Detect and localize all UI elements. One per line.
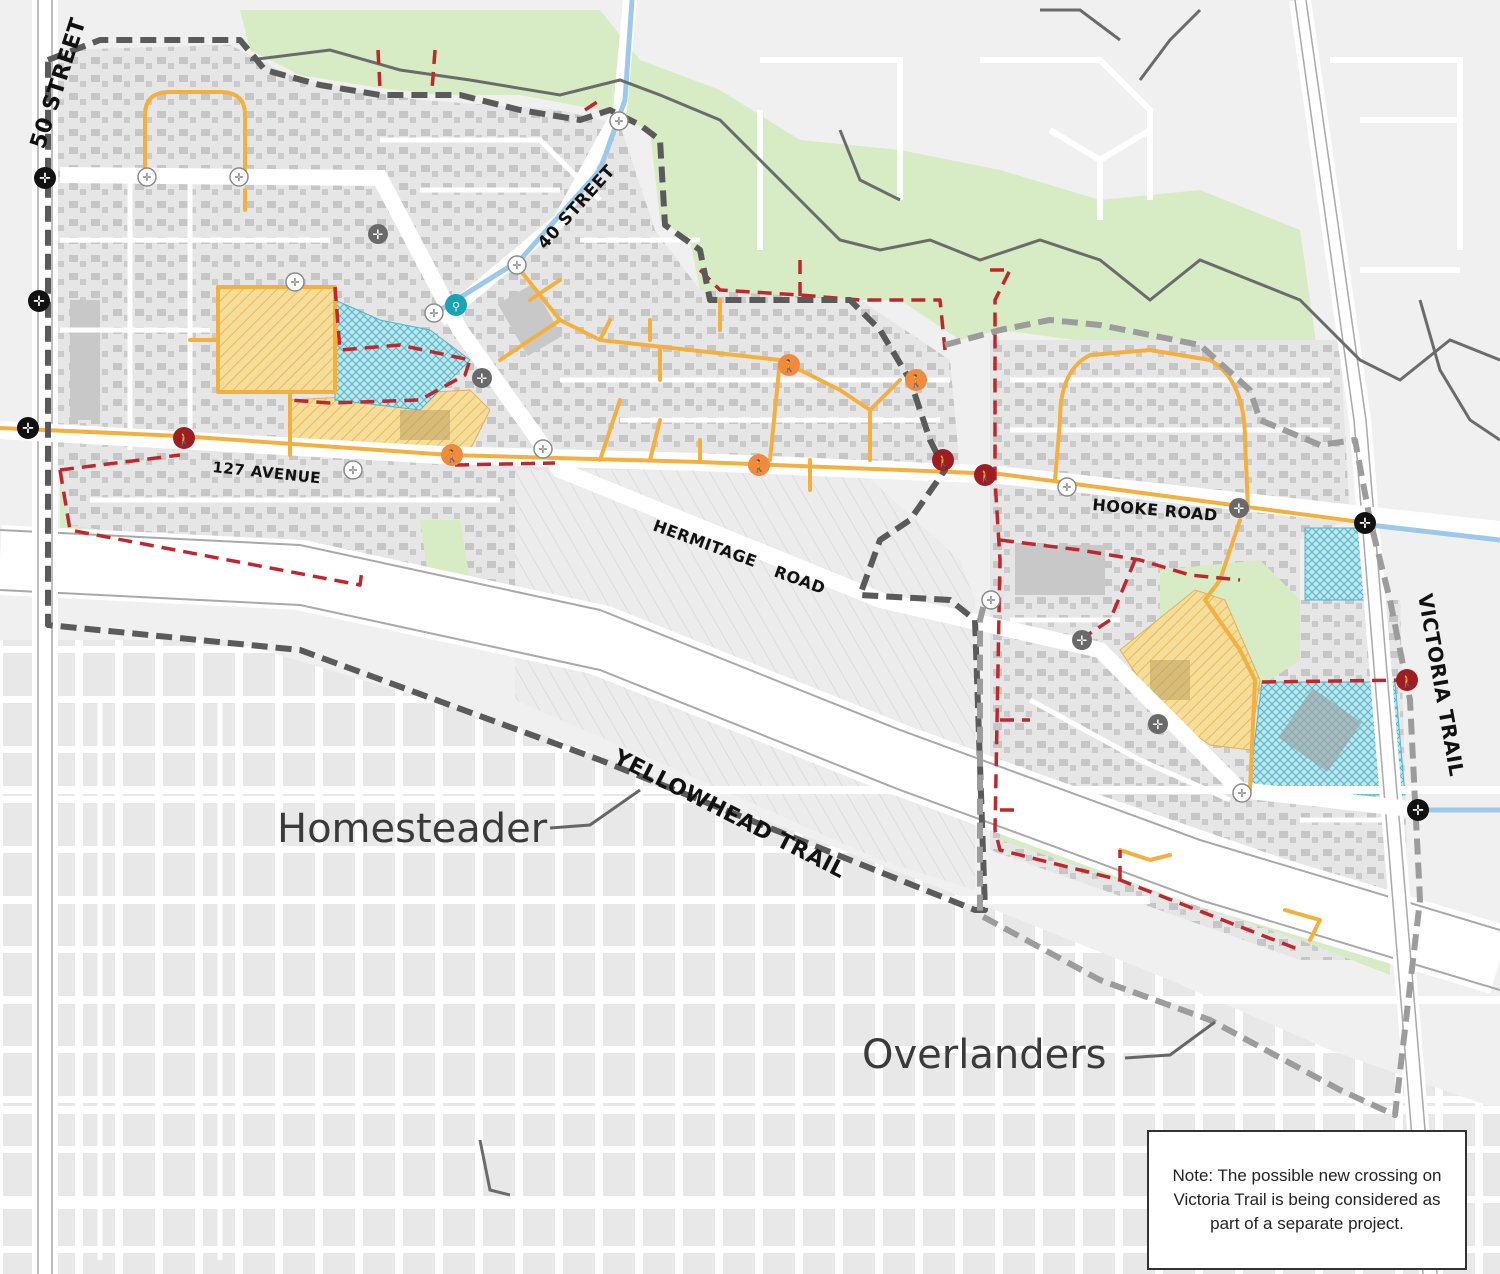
pedestrian-icon: 🚶 [1396, 669, 1418, 691]
svg-text:🚶: 🚶 [445, 449, 460, 463]
svg-text:✛: ✛ [512, 259, 521, 272]
svg-text:✛: ✛ [538, 443, 547, 456]
pedestrian-icon: 🚶 [932, 449, 954, 471]
intersection-icon: ✛ [343, 460, 363, 480]
intersection-icon: ✛ [1354, 512, 1376, 534]
svg-text:⚲: ⚲ [452, 300, 460, 313]
intersection-icon: ✛ [533, 439, 553, 459]
svg-text:✛: ✛ [22, 421, 34, 437]
svg-text:✛: ✛ [373, 228, 384, 243]
intersection-icons-white: ✛ ✛ ✛ ✛ ✛ ✛ ✛ ✛ ✛ ✛ ✛ [137, 111, 1252, 803]
svg-text:✛: ✛ [39, 171, 51, 187]
svg-text:✛: ✛ [234, 171, 243, 184]
svg-text:🚶: 🚶 [782, 359, 797, 373]
intersection-icons-black: ✛ ✛ ✛ ✛ ✛ [17, 167, 1429, 821]
intersection-icon: ✛ [1407, 799, 1429, 821]
svg-text:✛: ✛ [1237, 787, 1246, 800]
svg-text:✛: ✛ [429, 307, 438, 320]
intersection-icon: ✛ [609, 111, 629, 131]
building [1150, 660, 1190, 700]
svg-text:🚶: 🚶 [978, 469, 993, 483]
intersection-icon: ✛ [285, 272, 305, 292]
ravine-trails [249, 8, 1500, 1197]
intersection-icon: ✛ [1229, 498, 1249, 518]
southern-grid-streets [0, 786, 1500, 1209]
southern-grid-blocks [0, 640, 1500, 1274]
intersection-icon: ✛ [424, 303, 444, 323]
svg-text:🚶: 🚶 [177, 432, 192, 446]
intersection-icon: ✛ [137, 167, 157, 187]
pedestrian-icon: 🚶 [905, 369, 927, 391]
svg-text:✛: ✛ [33, 294, 45, 310]
pedestrian-icon: 🚶 [441, 444, 463, 466]
neighbourhood-boundaries [45, 37, 1423, 1118]
svg-text:✛: ✛ [614, 115, 623, 128]
pedestrian-icons-red: 🚶 🚶 🚶 🚶 [173, 427, 1418, 691]
building [1278, 688, 1362, 772]
svg-text:✛: ✛ [477, 372, 488, 387]
school-site-northwest [217, 286, 336, 393]
intersection-icon: ✛ [981, 590, 1001, 610]
svg-text:✛: ✛ [986, 594, 995, 607]
svg-text:✛: ✛ [1234, 502, 1245, 517]
pedestrian-icons-orange: 🚶 🚶 🚶 🚶 [441, 354, 927, 476]
park-site-northwest [334, 299, 471, 411]
intersection-icon: ✛ [507, 255, 527, 275]
svg-text:✛: ✛ [1359, 516, 1371, 532]
intersection-icon: ✛ [368, 224, 388, 244]
svg-text:✛: ✛ [1062, 481, 1071, 494]
building [497, 284, 563, 356]
intersection-icon: ✛ [472, 368, 492, 388]
pedestrian-icon: 🚶 [173, 427, 195, 449]
intersection-icon: ✛ [17, 417, 39, 439]
label-leader-lines [549, 788, 1216, 1060]
svg-text:✛: ✛ [348, 464, 357, 477]
svg-text:🚶: 🚶 [752, 459, 767, 473]
svg-text:✛: ✛ [290, 276, 299, 289]
svg-text:🚶: 🚶 [909, 374, 924, 388]
svg-text:✛: ✛ [142, 171, 151, 184]
building [400, 410, 450, 440]
intersection-icons-gray: ✛ ✛ ✛ ✛ ✛ [368, 224, 1249, 734]
ne-local-streets [757, 57, 1463, 273]
svg-text:✛: ✛ [1412, 803, 1424, 819]
svg-text:✛: ✛ [1153, 718, 1164, 733]
north-green-corridor [240, 10, 1330, 440]
building [70, 300, 100, 420]
intersection-icon: ✛ [1148, 714, 1168, 734]
creek-lines [438, 0, 1500, 813]
intersection-icon: ✛ [1057, 477, 1077, 497]
label-homesteader: Homesteader [277, 806, 548, 852]
pedestrian-icon: 🚶 [748, 454, 770, 476]
intersection-icon: ✛ [1072, 630, 1092, 650]
svg-text:🚶: 🚶 [1400, 674, 1415, 688]
pedestrian-icon: 🚶 [778, 354, 800, 376]
intersection-icon: ✛ [1232, 783, 1252, 803]
intersection-icon: ✛ [229, 167, 249, 187]
intersection-icon: ✛ [28, 290, 50, 312]
label-overlanders: Overlanders [862, 1032, 1106, 1078]
pedestrian-icon: 🚶 [974, 464, 996, 486]
note-box: Note: The possible new crossing on Victo… [1147, 1130, 1467, 1270]
svg-text:✛: ✛ [1077, 634, 1088, 649]
intersection-icon: ✛ [34, 167, 56, 189]
svg-text:🚶: 🚶 [936, 454, 951, 468]
bicycle-icon: ⚲ [445, 294, 467, 316]
note-text: Note: The possible new crossing on Victo… [1172, 1166, 1442, 1233]
